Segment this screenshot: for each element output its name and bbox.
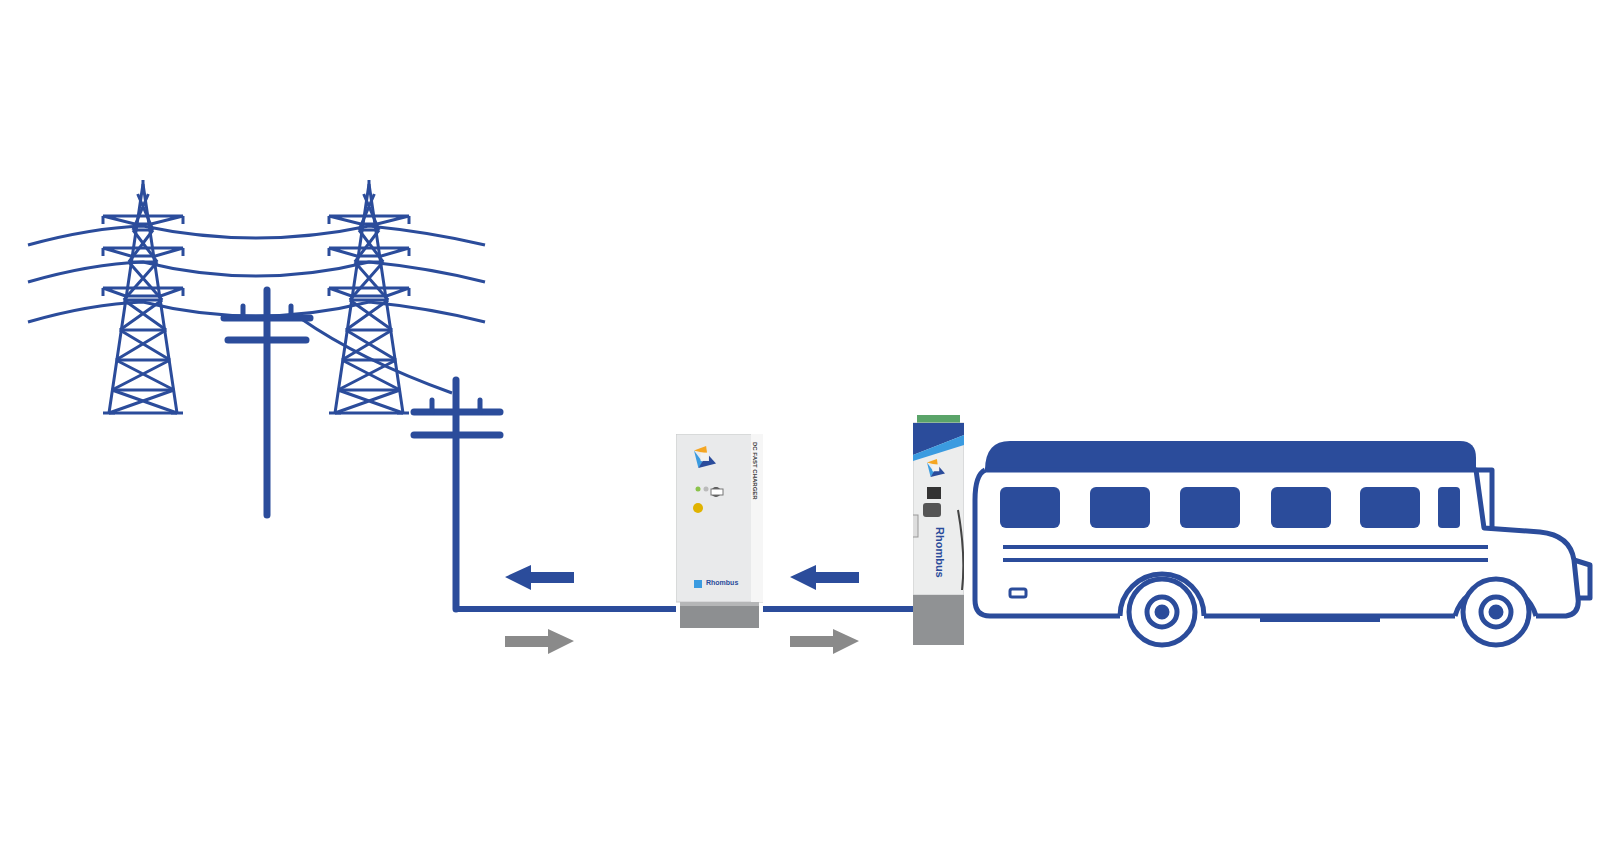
tower [103, 180, 183, 413]
tower [329, 180, 409, 413]
school-bus [975, 441, 1590, 645]
power-cable [763, 606, 913, 612]
cabinet-body [676, 434, 763, 628]
product-label: DC FAST CHARGER [752, 442, 758, 500]
charge-dispenser: Rhombus [913, 415, 964, 645]
brand-name: Rhombus [706, 579, 738, 586]
brand-name: Rhombus [934, 527, 945, 578]
transmission-towers [103, 180, 409, 413]
power-lines [28, 226, 485, 393]
dc-fast-charger-cabinet: DC FAST CHARGER Rhombus [676, 434, 763, 628]
utility-poles [224, 290, 676, 609]
